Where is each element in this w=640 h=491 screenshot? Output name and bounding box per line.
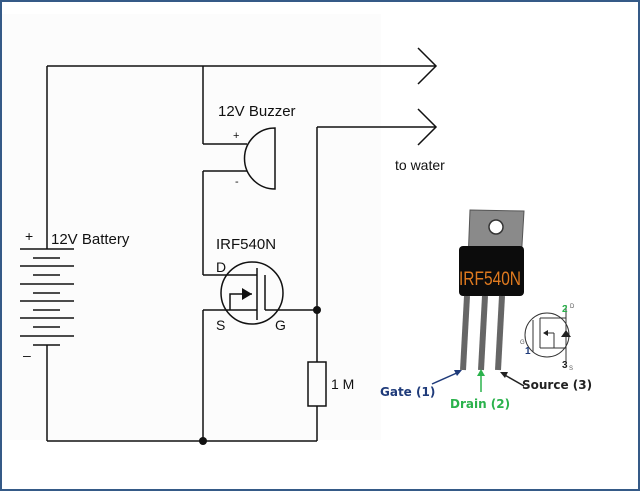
gate-label: Gate (1) <box>380 385 435 399</box>
gate-arrow-icon <box>431 371 460 385</box>
schematic-background <box>2 14 381 440</box>
pin-s-label: S <box>216 317 225 333</box>
symbol-s: S <box>569 366 573 372</box>
buzzer-label: 12V Buzzer <box>218 103 296 120</box>
pin-g-label: G <box>275 317 286 333</box>
package-marking: IRF540N <box>459 269 521 290</box>
resistor-icon <box>307 361 327 407</box>
resistor-label: 1 M <box>331 376 354 392</box>
symbol-d: D <box>570 304 575 310</box>
symbol-pin1: 1 <box>525 346 531 357</box>
arrow-water-icon <box>417 108 438 146</box>
buzzer-minus-label: - <box>235 176 239 188</box>
junction-dot <box>199 437 207 445</box>
symbol-pin2: 2 <box>562 304 568 315</box>
battery-minus-label: – <box>23 347 31 363</box>
package-body <box>459 246 524 296</box>
to220-package: IRF540N <box>459 209 525 371</box>
water-label: to water <box>395 157 445 173</box>
buzzer-icon <box>243 127 276 190</box>
symbol-g: G <box>520 340 525 346</box>
symbol-pin3: 3 <box>562 360 568 371</box>
pin-d-label: D <box>216 259 226 275</box>
source-lead <box>495 295 505 371</box>
mosfet-arrow-icon <box>242 288 252 300</box>
battery-plus-label: + <box>25 228 33 244</box>
mosfet-label: IRF540N <box>216 236 276 253</box>
battery-icon <box>20 248 74 346</box>
arrow-top-icon <box>417 47 438 85</box>
gate-lead <box>460 295 470 371</box>
mosfet-icon <box>220 261 284 325</box>
mounting-hole-icon <box>488 219 504 235</box>
source-label: Source (3) <box>522 378 592 392</box>
source-arrow-icon <box>502 373 525 387</box>
battery-label: 12V Battery <box>51 231 130 248</box>
junction-dot <box>313 306 321 314</box>
buzzer-plus-label: + <box>233 130 239 142</box>
drain-label: Drain (2) <box>450 397 510 411</box>
drain-lead <box>478 295 488 371</box>
